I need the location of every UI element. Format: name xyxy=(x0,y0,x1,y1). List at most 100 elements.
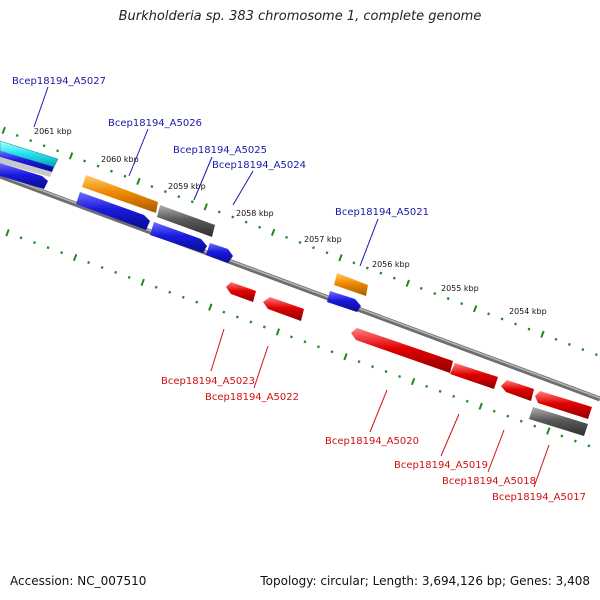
tick-mark xyxy=(472,305,478,313)
tick-mark xyxy=(546,427,551,435)
gene-arrow-red[interactable] xyxy=(501,380,534,401)
tick-mark xyxy=(567,342,571,346)
tick-mark xyxy=(190,200,194,204)
tick-mark xyxy=(244,220,248,224)
tick-mark xyxy=(573,439,577,443)
gene-arrow-blue[interactable] xyxy=(150,222,207,253)
reverse-strand-genes xyxy=(226,282,592,436)
gene-arrow-grey[interactable] xyxy=(529,407,588,436)
tick-mark xyxy=(87,260,91,265)
tick-mark xyxy=(275,328,281,336)
reverse-gene-labels: Bcep18194_A5023 Bcep18194_A5022 Bcep1819… xyxy=(161,376,586,503)
tick-mark xyxy=(163,190,167,194)
tick-mark xyxy=(181,295,185,299)
tick-mark xyxy=(83,159,87,163)
tick-mark xyxy=(384,370,388,374)
genome-summary-text: Topology: circular; Length: 3,694,126 bp… xyxy=(260,574,590,588)
tick-mark xyxy=(33,241,36,245)
tick-mark xyxy=(56,149,60,153)
kbp-label: 2056 kbp xyxy=(372,260,410,269)
tick-mark xyxy=(114,270,118,274)
tick-mark xyxy=(5,229,10,237)
tick-mark xyxy=(587,444,591,448)
tick-mark xyxy=(177,195,181,199)
kbp-label: 2057 kbp xyxy=(304,235,342,244)
gene-arrow-red[interactable] xyxy=(351,328,453,373)
gene-label[interactable]: Bcep18194_A5021 xyxy=(335,207,429,218)
tick-mark xyxy=(222,310,226,314)
kbp-label: 2060 kbp xyxy=(101,155,139,164)
gene-label[interactable]: Bcep18194_A5017 xyxy=(492,492,586,503)
tick-mark xyxy=(298,241,302,245)
gene-arrow-blue[interactable] xyxy=(0,151,54,172)
tick-mark xyxy=(123,174,127,178)
tick-mark xyxy=(500,317,504,321)
tick-mark xyxy=(312,246,315,250)
gene-arrow-blue[interactable] xyxy=(206,243,233,263)
tick-mark xyxy=(330,350,334,354)
tick-mark xyxy=(554,337,558,341)
gene-arrow-blue[interactable] xyxy=(76,192,150,230)
gene-arrow-blue[interactable] xyxy=(327,291,361,312)
tick-mark xyxy=(136,177,141,185)
gene-label[interactable]: Bcep18194_A5020 xyxy=(325,436,419,447)
tick-mark xyxy=(217,210,221,214)
tick-mark xyxy=(540,330,545,338)
gene-arrow-red[interactable] xyxy=(263,297,304,321)
label-leader-lines xyxy=(33,86,550,488)
tick-mark xyxy=(127,275,131,279)
tick-mark xyxy=(262,325,266,329)
gene-arrow-red[interactable] xyxy=(226,282,256,302)
gene-arrow-red[interactable] xyxy=(535,391,592,419)
gene-label[interactable]: Bcep18194_A5025 xyxy=(173,145,267,156)
gene-arrow-orange[interactable] xyxy=(334,273,368,296)
tick-mark xyxy=(100,265,104,269)
upper-tick-track xyxy=(1,126,598,357)
gene-arrow-grey[interactable] xyxy=(157,205,215,237)
tick-mark xyxy=(15,133,19,138)
tick-mark xyxy=(379,271,383,275)
gene-label[interactable]: Bcep18194_A5022 xyxy=(205,392,299,403)
gene-arrow-red[interactable] xyxy=(450,363,498,389)
tick-mark xyxy=(258,225,262,229)
gene-arrow-orange[interactable] xyxy=(82,175,158,213)
gene-label[interactable]: Bcep18194_A5023 xyxy=(161,376,255,387)
tick-mark xyxy=(235,315,239,319)
tick-mark xyxy=(433,291,437,295)
tick-mark xyxy=(19,236,23,240)
lower-tick-track xyxy=(5,229,591,448)
tick-mark xyxy=(96,164,100,168)
tick-mark xyxy=(72,253,78,262)
tick-mark xyxy=(231,215,235,219)
chromosome-backbone xyxy=(0,173,600,402)
gene-label[interactable]: Bcep18194_A5024 xyxy=(212,160,306,171)
kbp-label: 2055 kbp xyxy=(441,284,479,293)
gene-label[interactable]: Bcep18194_A5027 xyxy=(12,76,106,87)
tick-mark xyxy=(514,322,517,326)
tick-mark xyxy=(478,402,483,410)
tick-mark xyxy=(519,419,523,423)
tick-mark xyxy=(492,409,496,413)
tick-mark xyxy=(195,300,199,304)
tick-mark xyxy=(419,286,423,290)
tick-mark xyxy=(249,320,253,324)
tick-mark xyxy=(68,152,74,160)
tick-mark xyxy=(60,251,64,255)
tick-mark xyxy=(168,290,172,294)
tick-mark xyxy=(410,377,416,386)
accession-text: Accession: NC_007510 xyxy=(10,574,147,588)
tick-mark xyxy=(325,251,329,255)
gene-arrow-blue[interactable] xyxy=(0,163,48,189)
tick-mark xyxy=(208,303,213,311)
kbp-scale-labels: 2061 kbp 2060 kbp 2059 kbp 2058 kbp 2057… xyxy=(34,127,547,316)
map-title: Burkholderia sp. 383 chromosome 1, compl… xyxy=(118,9,482,24)
tick-mark xyxy=(203,203,208,211)
gene-label[interactable]: Bcep18194_A5019 xyxy=(394,460,488,471)
gene-label[interactable]: Bcep18194_A5018 xyxy=(442,476,536,487)
tick-mark xyxy=(506,414,510,418)
tick-mark xyxy=(533,424,537,428)
gene-arrow-grey[interactable] xyxy=(0,157,52,177)
gene-label[interactable]: Bcep18194_A5026 xyxy=(108,118,202,129)
kbp-label: 2054 kbp xyxy=(509,307,547,316)
tick-mark xyxy=(289,335,293,339)
